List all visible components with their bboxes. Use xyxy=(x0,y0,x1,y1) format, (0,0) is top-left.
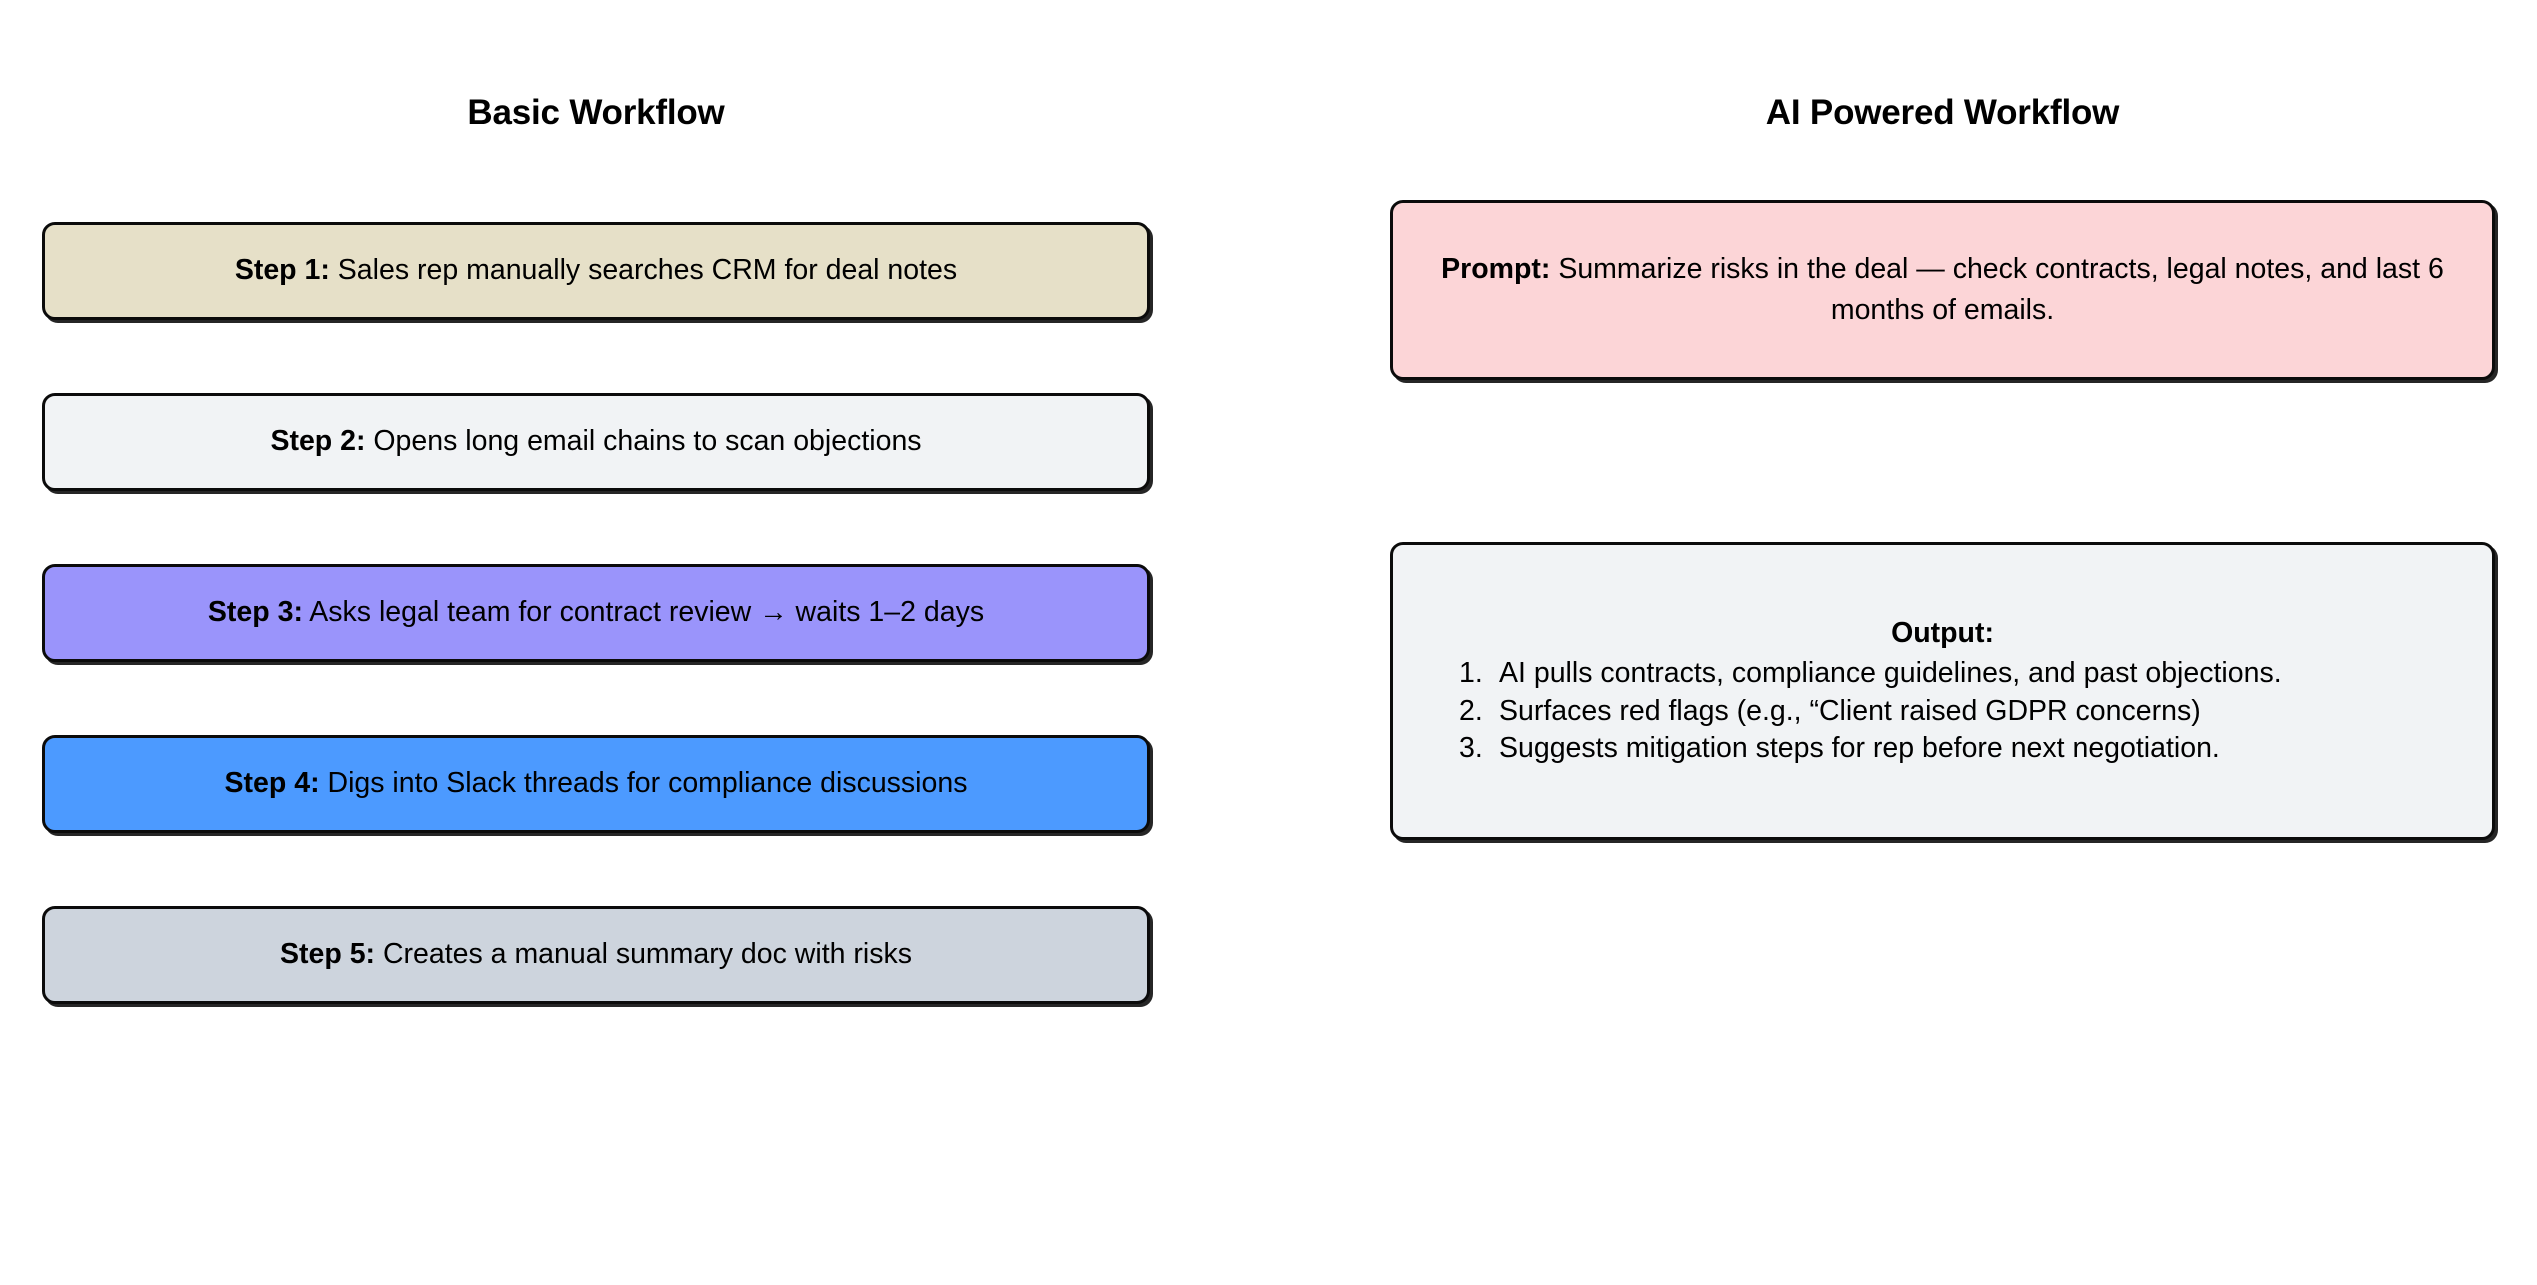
prompt-description: Summarize risks in the deal — check cont… xyxy=(1550,252,2444,326)
step-4-description: Digs into Slack threads for compliance d… xyxy=(319,767,968,800)
step-1-label: Step 1: xyxy=(234,254,330,287)
step-5-card[interactable]: Step 5: Creates a manual summary doc wit… xyxy=(42,906,1150,1004)
step-3-label: Step 3: xyxy=(207,596,303,629)
step-1-text: Step 1: Sales rep manually searches CRM … xyxy=(71,251,1121,290)
basic-workflow-title: Basic Workflow xyxy=(467,93,725,132)
step-5-text: Step 5: Creates a manual summary doc wit… xyxy=(71,935,1121,974)
step-1-card[interactable]: Step 1: Sales rep manually searches CRM … xyxy=(42,222,1150,320)
step-2-card[interactable]: Step 2: Opens long email chains to scan … xyxy=(42,393,1150,491)
prompt-card[interactable]: Prompt: Summarize risks in the deal — ch… xyxy=(1390,200,2495,380)
output-list: AI pulls contracts, compliance guideline… xyxy=(1419,655,2466,768)
step-3-text: Step 3: Asks legal team for contract rev… xyxy=(71,593,1121,632)
step-2-label: Step 2: xyxy=(270,425,366,458)
step-5-label: Step 5: xyxy=(280,938,376,971)
prompt-label: Prompt: xyxy=(1441,252,1551,285)
output-heading: Output: xyxy=(1891,616,1994,649)
output-list-item: Suggests mitigation steps for rep before… xyxy=(1459,730,2220,767)
output-list-item: AI pulls contracts, compliance guideline… xyxy=(1459,655,2282,692)
prompt-text: Prompt: Summarize risks in the deal — ch… xyxy=(1419,249,2466,332)
step-2-description: Opens long email chains to scan objectio… xyxy=(365,425,922,458)
step-4-text: Step 4: Digs into Slack threads for comp… xyxy=(71,764,1121,803)
step-3-description: Asks legal team for contract review → wa… xyxy=(302,596,985,629)
step-1-description: Sales rep manually searches CRM for deal… xyxy=(329,254,958,287)
ai-powered-workflow-title: AI Powered Workflow xyxy=(1765,93,2120,132)
step-4-label: Step 4: xyxy=(224,767,320,800)
output-content: Output: AI pulls contracts, compliance g… xyxy=(1419,614,2466,768)
step-4-card[interactable]: Step 4: Digs into Slack threads for comp… xyxy=(42,735,1150,833)
output-card[interactable]: Output: AI pulls contracts, compliance g… xyxy=(1390,542,2495,840)
step-5-description: Creates a manual summary doc with risks xyxy=(375,938,912,971)
output-list-item: Surfaces red flags (e.g., “Client raised… xyxy=(1459,693,2201,730)
step-2-text: Step 2: Opens long email chains to scan … xyxy=(71,422,1121,461)
step-3-card[interactable]: Step 3: Asks legal team for contract rev… xyxy=(42,564,1150,662)
